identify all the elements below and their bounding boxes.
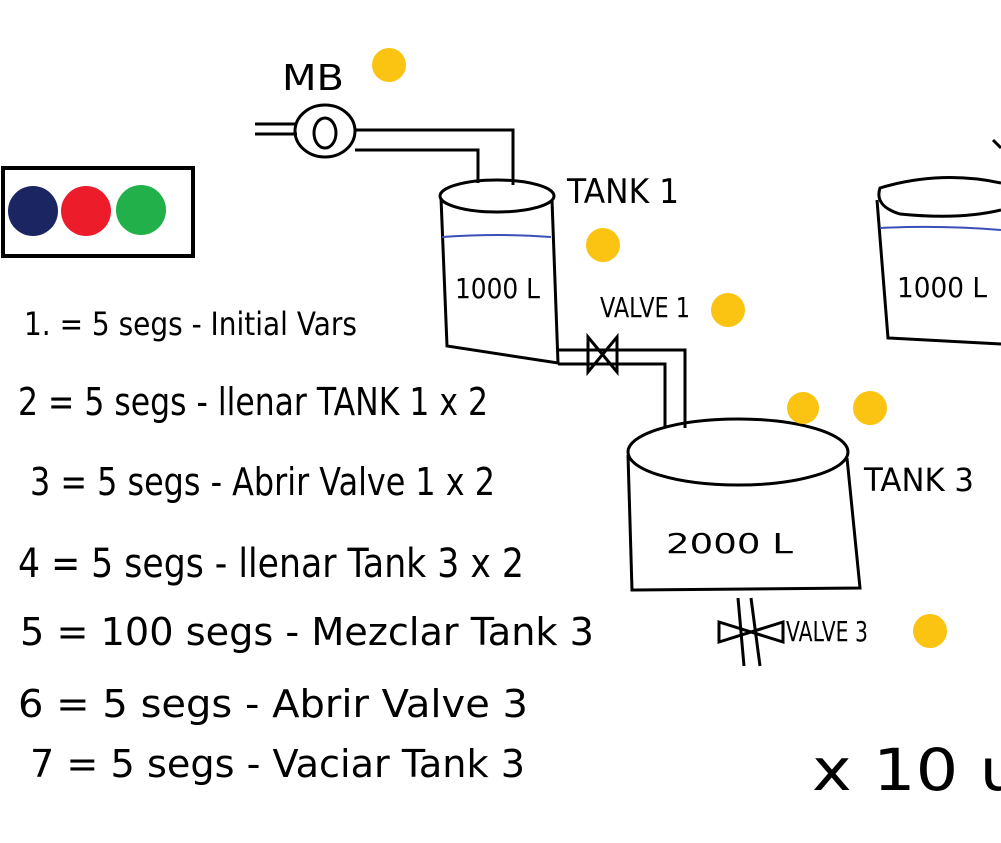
valve3-icon	[717, 619, 785, 645]
red-light	[61, 186, 111, 236]
valve3-status-dot	[913, 614, 947, 648]
tank3-volume: 2000 L	[666, 527, 794, 560]
pump-label: MB	[282, 58, 344, 99]
pump-status-dot	[372, 48, 406, 82]
tank1	[438, 178, 560, 365]
valve3-label: VALVE 3	[786, 615, 868, 648]
tank1-label: TANK 1	[566, 172, 679, 212]
step-2: 2 = 5 segs - llenar TANK 1 x 2	[18, 380, 488, 424]
cycle-multiplier: x 10 u	[812, 736, 1001, 804]
tank2-edge-mark	[991, 138, 1001, 150]
step-6: 6 = 5 segs - Abrir Valve 3	[18, 682, 528, 726]
green-light	[116, 185, 166, 235]
tank3-status-dot-1	[787, 392, 819, 424]
pump-mb	[255, 103, 357, 159]
step-list: 1. = 5 segs - Initial Vars 2 = 5 segs - …	[18, 305, 594, 786]
tank1-status-dot	[586, 228, 620, 262]
tank3-label: TANK 3	[863, 461, 974, 499]
valve1-status-dot	[711, 293, 745, 327]
valve1-icon	[586, 332, 619, 377]
tank1-volume: 1000 L	[455, 272, 540, 305]
step-7: 7 = 5 segs - Vaciar Tank 3	[30, 742, 525, 786]
tank3-status-dot-2	[853, 391, 887, 425]
step-3: 3 = 5 segs - Abrir Valve 1 x 2	[30, 460, 495, 504]
tank1-liquid-level	[441, 234, 552, 238]
tank3	[626, 417, 862, 592]
tank2	[875, 176, 1001, 346]
step-1: 1. = 5 segs - Initial Vars	[24, 305, 357, 343]
valve1-label: VALVE 1	[600, 291, 690, 324]
tank2-volume: 1000 L	[897, 271, 987, 304]
tank2-liquid-level	[879, 225, 1001, 231]
step-5: 5 = 100 segs - Mezclar Tank 3	[20, 610, 594, 654]
pipe-tank1-to-tank3	[558, 348, 687, 428]
step-4: 4 = 5 segs - llenar Tank 3 x 2	[18, 541, 524, 587]
indicator-panel	[1, 166, 195, 258]
blue-light	[8, 186, 58, 236]
pipe-pump-to-tank1	[355, 128, 515, 185]
